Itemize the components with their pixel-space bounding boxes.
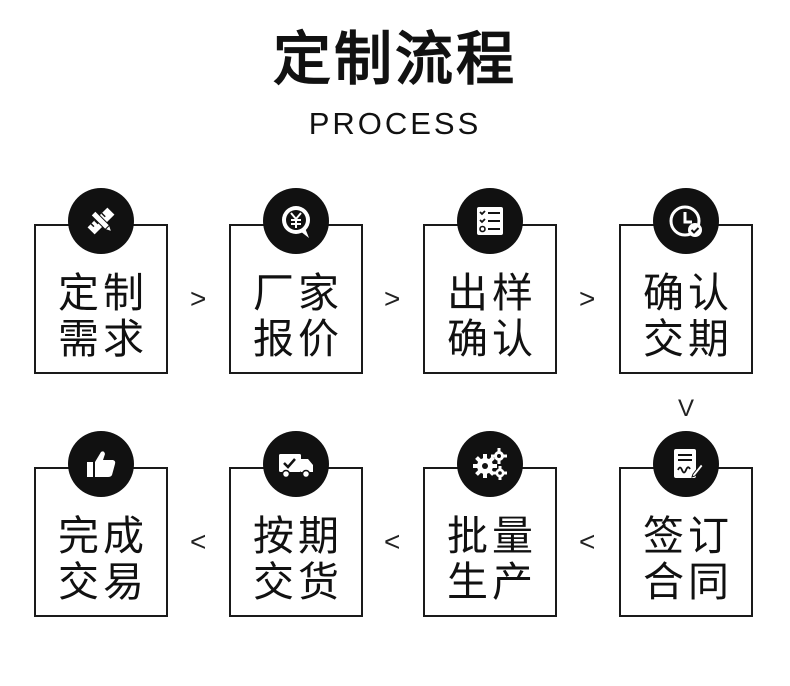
arrow-right-3: > bbox=[579, 283, 596, 314]
step-label: 出样 确认 bbox=[447, 269, 537, 363]
arrow-left-2: < bbox=[384, 526, 401, 557]
step-label: 签订 合同 bbox=[643, 512, 733, 606]
gears-icon bbox=[457, 431, 523, 497]
pencil-ruler-icon bbox=[68, 188, 134, 254]
checklist-icon bbox=[457, 188, 523, 254]
step-label: 确认 交期 bbox=[643, 269, 733, 363]
step-label: 批量 生产 bbox=[447, 512, 537, 606]
arrow-right-1: > bbox=[190, 283, 207, 314]
yen-chat-icon bbox=[263, 188, 329, 254]
clock-check-icon bbox=[653, 188, 719, 254]
step-label: 完成 交易 bbox=[58, 512, 148, 606]
step-label: 定制 需求 bbox=[58, 269, 148, 363]
contract-sign-icon bbox=[653, 431, 719, 497]
page-subtitle: PROCESS bbox=[308, 106, 482, 141]
page-title: 定制流程 bbox=[272, 25, 517, 93]
arrow-right-2: > bbox=[384, 283, 401, 314]
thumbs-up-icon bbox=[68, 431, 134, 497]
arrow-down: V bbox=[678, 395, 695, 422]
step-label: 按期 交货 bbox=[253, 512, 343, 606]
step-complete-deal: 完成 交易 bbox=[34, 467, 168, 617]
arrow-left-1: < bbox=[579, 526, 596, 557]
arrow-left-3: < bbox=[190, 526, 207, 557]
step-label: 厂家 报价 bbox=[253, 269, 343, 363]
delivery-truck-icon bbox=[263, 431, 329, 497]
